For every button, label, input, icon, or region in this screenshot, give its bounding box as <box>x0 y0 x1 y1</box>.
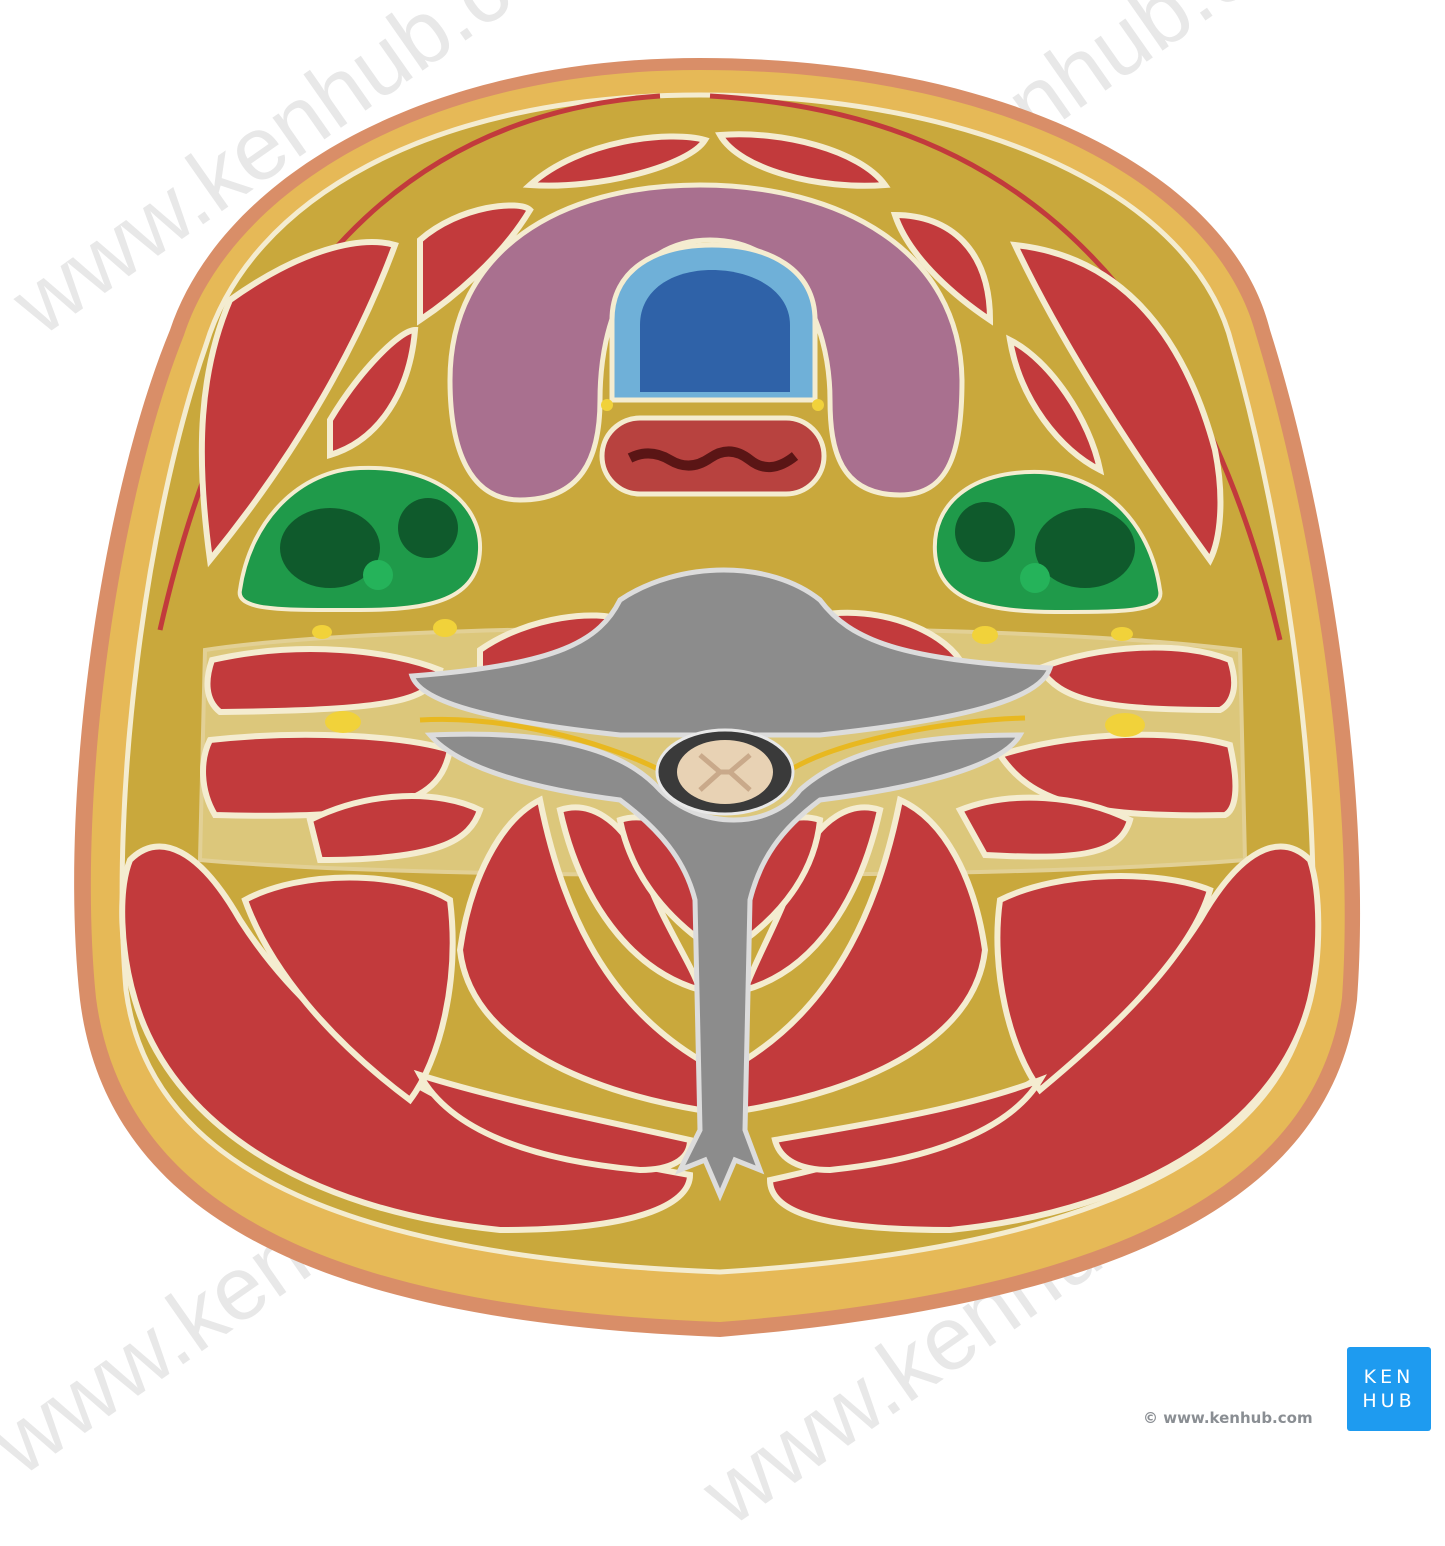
semispinalis-cervicis-right <box>740 804 884 995</box>
internal-jugular-vein-right <box>1035 508 1135 588</box>
levator-scapulae-left <box>241 874 456 1105</box>
semispinalis-capitis-right <box>742 795 989 1114</box>
longissimus-left <box>306 793 484 864</box>
intervertebral-foramen-nerve-left <box>419 716 662 773</box>
logo-line-1: KEN <box>1363 1366 1415 1388</box>
spinal-cord-grey-matter <box>698 753 752 792</box>
sternothyroid-right <box>890 211 994 326</box>
internal-jugular-vein-left <box>280 508 380 588</box>
nerve-dot <box>1105 713 1145 737</box>
omohyoid-left <box>327 326 419 460</box>
neck-cross-section-illustration <box>74 58 1361 1337</box>
vertebral-body <box>408 567 1054 738</box>
esophagus-lumen <box>627 446 799 472</box>
recurrent-laryngeal-nerve-left <box>601 399 613 411</box>
platysma-right <box>709 93 1283 641</box>
semispinalis-capitis-left <box>456 795 703 1114</box>
thyroid-gland <box>447 182 965 503</box>
nerve-dot <box>325 711 361 733</box>
kenhub-logo[interactable]: KEN HUB <box>1347 1347 1431 1431</box>
trapezius-left <box>119 843 694 1234</box>
scalene-muscle-right-upper <box>1035 644 1238 714</box>
vagus-nerve-right <box>1020 563 1050 593</box>
omohyoid-right <box>1006 334 1105 476</box>
nerve-dot <box>1111 627 1133 641</box>
recurrent-laryngeal-nerve-right <box>812 399 824 411</box>
copyright-notice: © www.kenhub.com <box>1143 1409 1313 1427</box>
common-carotid-artery-left <box>398 498 458 558</box>
trachea-lumen <box>640 270 790 392</box>
sternothyroid-left <box>417 202 534 326</box>
logo-line-2: HUB <box>1362 1390 1416 1412</box>
nerve-dot <box>972 626 998 644</box>
splenius-left <box>413 1069 694 1174</box>
levator-scapulae-right <box>994 873 1214 1095</box>
sternocleidomastoid-left <box>198 239 399 568</box>
semispinalis-cervicis-left <box>556 804 705 995</box>
infrahyoid-muscle-right <box>715 131 891 189</box>
intervertebral-foramen-nerve-right <box>788 715 1026 773</box>
sternocleidomastoid-right <box>1009 241 1224 566</box>
nerve-dot <box>312 625 332 639</box>
common-carotid-artery-right <box>955 502 1015 562</box>
longissimus-right <box>955 794 1134 860</box>
splenius-right <box>771 1074 1048 1174</box>
infrahyoid-muscle-left <box>522 133 710 189</box>
nerve-dot <box>433 619 457 637</box>
vagus-nerve-left <box>363 560 393 590</box>
